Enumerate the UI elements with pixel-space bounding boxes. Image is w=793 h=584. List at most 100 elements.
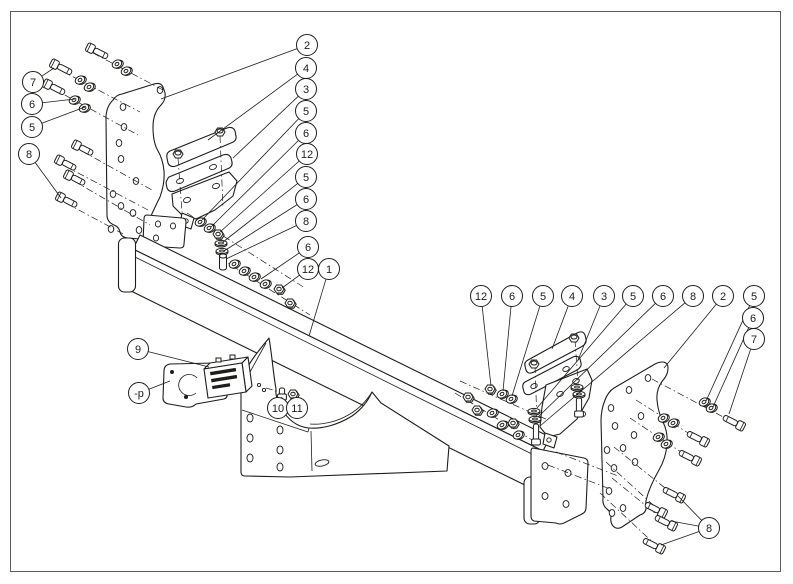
left-top-strip-plate: [166, 126, 237, 168]
callout-label: 5: [303, 106, 309, 118]
flat-washer: [570, 383, 584, 392]
callout-2: 2: [663, 285, 734, 369]
callout-8: 8: [225, 210, 317, 260]
spacer-bushing: [219, 253, 227, 271]
washer: [657, 413, 670, 423]
callout-label: 6: [305, 242, 311, 254]
callout-label: 12: [302, 264, 314, 276]
callout-10: 10: [267, 396, 289, 419]
bolt: [642, 538, 666, 555]
bolt: [42, 78, 66, 95]
callout-label: 2: [304, 40, 310, 52]
callout-label: 6: [750, 313, 756, 325]
washer: [705, 403, 718, 413]
callout-label: 12: [301, 149, 313, 161]
nut: [273, 284, 286, 295]
bolt: [686, 431, 710, 448]
right-mounting-plate: [600, 361, 669, 529]
callout-3: 3: [577, 285, 615, 361]
callout-label: 6: [29, 99, 35, 111]
callout-2: 2: [160, 34, 318, 100]
callout-label: 7: [30, 77, 36, 89]
washer: [496, 420, 509, 430]
washer: [78, 103, 91, 113]
strip-bolt-head: [214, 127, 226, 137]
nut: [462, 392, 475, 403]
washer: [74, 75, 87, 85]
callout-5: 5: [511, 285, 554, 397]
nut: [507, 418, 520, 429]
washer: [505, 394, 518, 404]
callout-label: 3: [303, 84, 309, 96]
right-top-strip-plate: [524, 331, 587, 374]
washer: [496, 389, 509, 399]
fasteners: [42, 42, 746, 555]
callout-3: 3: [232, 78, 317, 159]
center-housing-bracket: [240, 337, 450, 478]
strip-bolt-head: [172, 149, 184, 159]
nut: [484, 384, 497, 395]
callout-label: 12: [475, 291, 487, 303]
callout-4: 4: [551, 285, 583, 350]
nut: [287, 389, 300, 400]
bolt: [55, 191, 78, 208]
callout-5: 5: [536, 285, 644, 409]
strip-bolt-head: [528, 359, 540, 369]
bolt: [678, 450, 702, 467]
callout-label: 5: [540, 291, 546, 303]
washer: [228, 259, 241, 269]
callout-5: 5: [705, 285, 765, 402]
nut: [284, 298, 297, 309]
callout-8: 8: [18, 143, 62, 199]
callout-label: 9: [135, 344, 141, 356]
callout-7: 7: [22, 67, 55, 93]
callout-label: 5: [303, 172, 309, 184]
flat-washer: [527, 407, 541, 416]
flat-washer: [214, 239, 228, 248]
left-mounting-plate: [105, 82, 166, 240]
crossmember-beam: [117, 234, 551, 525]
callout-label: -p: [134, 388, 144, 400]
callout-label: 5: [630, 291, 636, 303]
washer: [512, 430, 525, 440]
callout-label: 7: [751, 334, 757, 346]
callout-6: 6: [501, 285, 523, 392]
bolt: [54, 154, 77, 171]
callout-label: 8: [690, 291, 696, 303]
callout-label: 5: [751, 291, 757, 303]
bolt: [63, 169, 86, 186]
vertical-bolt: [531, 423, 541, 446]
left-beam-end-plate: [142, 214, 187, 249]
washer: [120, 66, 133, 76]
callout-label: 3: [601, 291, 607, 303]
washer: [652, 432, 665, 442]
right-plate-holes: [603, 374, 652, 517]
strip-bolt-head: [568, 333, 580, 343]
callout-9: 9: [127, 338, 210, 368]
nut: [212, 229, 225, 240]
callout-12: 12: [219, 143, 318, 233]
callout-12: 12: [470, 285, 492, 387]
washer: [248, 272, 261, 282]
bolt: [71, 139, 94, 156]
callout-label: 2: [720, 291, 726, 303]
callout-label: 8: [26, 149, 32, 161]
callout-6: 6: [21, 93, 76, 115]
flat-washer: [528, 415, 542, 424]
callout-11: 11: [286, 396, 308, 419]
drawing-border: [10, 11, 781, 572]
callout-label: 6: [660, 291, 666, 303]
callout-label: 1: [326, 264, 332, 276]
socket-holder-box: [203, 354, 253, 399]
callout-8: 8: [660, 495, 720, 546]
callout-label: 6: [509, 291, 515, 303]
callout-label: 8: [706, 523, 712, 535]
callout-label: 6: [303, 194, 309, 206]
callout-4: 4: [207, 57, 317, 141]
callout-8: 8: [539, 285, 704, 427]
bolt: [662, 487, 686, 504]
callout-label: 5: [29, 122, 35, 134]
washer: [83, 82, 96, 92]
